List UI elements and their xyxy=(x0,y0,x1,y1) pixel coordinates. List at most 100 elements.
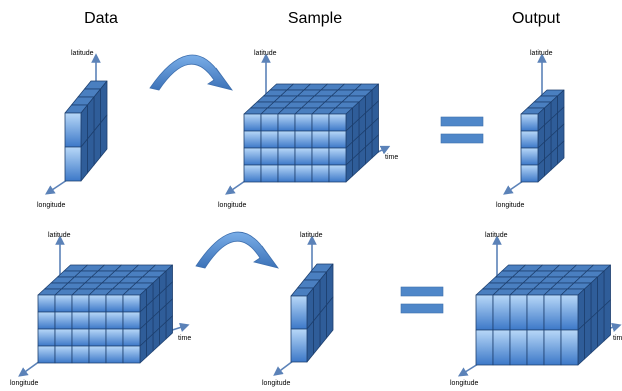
time-label: time xyxy=(613,335,622,342)
cube-front-cell xyxy=(54,294,73,313)
curved-arrow-shape xyxy=(195,231,279,269)
latitude-label: latitude xyxy=(485,232,508,239)
cube-side-cell xyxy=(584,317,592,360)
cube-front-cell xyxy=(277,164,296,183)
cube-front-cell xyxy=(64,112,82,148)
cube-front-cell xyxy=(37,311,56,330)
cube-side-cell xyxy=(603,299,611,342)
cube-front-cell xyxy=(311,147,330,166)
cube-front-cell xyxy=(64,146,82,182)
cube-side-cell xyxy=(590,311,598,354)
cube-front-cell xyxy=(71,328,90,347)
cube-front-cell xyxy=(243,113,262,132)
data-header: Data xyxy=(84,10,118,27)
longitude-axis xyxy=(503,180,524,195)
cube-side-cell xyxy=(80,138,88,182)
cube-front-cell xyxy=(243,130,262,149)
sample-cube xyxy=(243,83,379,183)
cube-front-cell xyxy=(277,130,296,149)
cube-front-cell xyxy=(71,311,90,330)
cube-front-cell xyxy=(520,164,539,183)
cube-front-cell xyxy=(328,164,347,183)
latitude-label: latitude xyxy=(71,50,94,57)
cube-front-cell xyxy=(260,113,279,132)
cube-front-cell xyxy=(543,294,562,331)
cube-front-cell xyxy=(294,130,313,149)
cube-front-cell xyxy=(311,113,330,132)
cube-front-cell xyxy=(122,311,141,330)
cube-front-cell xyxy=(54,345,73,364)
cube-front-cell xyxy=(54,328,73,347)
cube-front-cell xyxy=(328,113,347,132)
longitude-axis xyxy=(273,360,294,376)
equals-sign xyxy=(400,286,444,314)
cube-front-cell xyxy=(311,130,330,149)
row2-output: latitude time longitude xyxy=(450,232,622,387)
longitude-label: longitude xyxy=(10,380,39,387)
cube-front-cell xyxy=(37,294,56,313)
cube-side-cell xyxy=(93,122,101,166)
data-cube xyxy=(64,80,108,182)
longitude-label: longitude xyxy=(37,202,66,209)
cube-front-cell xyxy=(294,113,313,132)
output-cube xyxy=(475,264,611,366)
cube-front-cell xyxy=(311,164,330,183)
latitude-label: latitude xyxy=(300,232,323,239)
longitude-axis xyxy=(225,180,246,195)
cube-side-cell xyxy=(577,288,585,331)
row1-sample: latitude time longitude xyxy=(218,50,398,209)
cube-front-cell xyxy=(560,329,579,366)
cube-front-cell xyxy=(122,294,141,313)
cube-front-cell xyxy=(88,328,107,347)
cube-front-cell xyxy=(492,294,511,331)
equals-bar xyxy=(400,303,444,314)
equals-bar xyxy=(440,116,484,127)
cube-front-cell xyxy=(88,345,107,364)
cube-front-cell xyxy=(294,147,313,166)
cube-front-cell xyxy=(88,311,107,330)
longitude-axis xyxy=(457,363,479,377)
output-header: Output xyxy=(512,10,561,27)
time-label: time xyxy=(385,154,398,161)
cube-side-cell xyxy=(603,264,611,307)
equals-bar xyxy=(440,133,484,144)
cube-front-cell xyxy=(243,147,262,166)
cube-front-cell xyxy=(526,294,545,331)
cube-front-cell xyxy=(520,130,539,149)
longitude-label: longitude xyxy=(218,202,247,209)
cube-front-cell xyxy=(243,164,262,183)
curved-arrow-shape xyxy=(149,54,233,91)
latitude-label: latitude xyxy=(254,50,277,57)
sample-header: Sample xyxy=(288,10,342,27)
cube-front-cell xyxy=(71,294,90,313)
row1-output: latitude longitude xyxy=(496,50,565,209)
cube-side-cell xyxy=(584,282,592,325)
cube-front-cell xyxy=(290,328,308,363)
curved-arrow xyxy=(149,54,233,91)
equals-bar xyxy=(400,286,444,297)
cube-front-cell xyxy=(526,329,545,366)
cube-side-cell xyxy=(590,276,598,319)
curved-arrow xyxy=(195,231,279,269)
cube-front-cell xyxy=(475,294,494,331)
cube-front-cell xyxy=(105,345,124,364)
cube-front-cell xyxy=(492,329,511,366)
cube-side-cell xyxy=(87,130,95,174)
equals-sign xyxy=(440,116,484,144)
cube-front-cell xyxy=(105,311,124,330)
cube-front-cell xyxy=(475,329,494,366)
cube-front-cell xyxy=(520,113,539,132)
longitude-label: longitude xyxy=(496,202,525,209)
cube-front-cell xyxy=(122,328,141,347)
cube-front-cell xyxy=(294,164,313,183)
row1-data: latitude longitude xyxy=(37,50,108,209)
cube-front-cell xyxy=(54,311,73,330)
cube-side-cell xyxy=(597,305,605,348)
cube-front-cell xyxy=(260,147,279,166)
cube-front-cell xyxy=(37,328,56,347)
cube-front-cell xyxy=(71,345,90,364)
longitude-axis xyxy=(18,360,41,377)
row2-sample: latitude longitude xyxy=(262,232,334,387)
cube-front-cell xyxy=(328,147,347,166)
